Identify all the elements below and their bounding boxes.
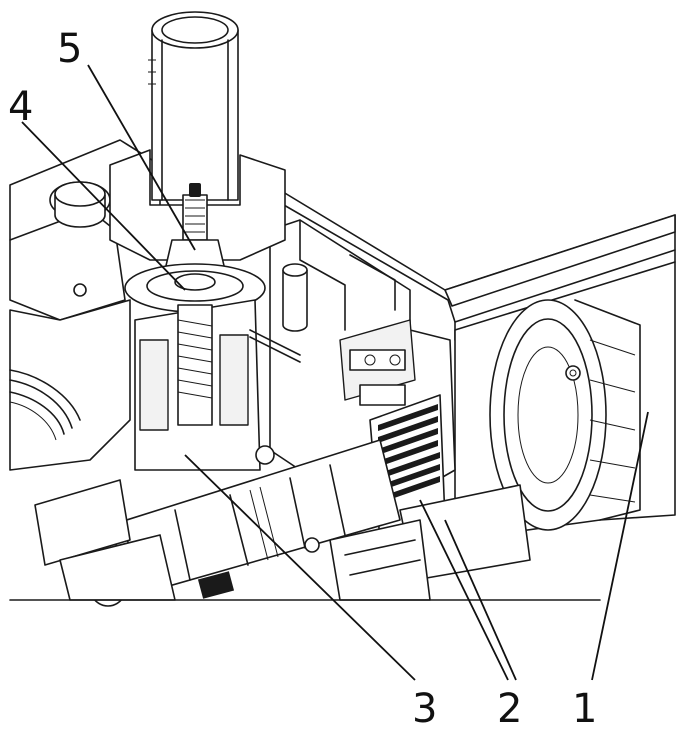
callout-4: 4 — [8, 84, 33, 130]
leader-2b — [444, 519, 517, 681]
main-shaft — [34, 439, 431, 607]
leader-2a — [419, 499, 509, 681]
leader-lines — [21, 64, 649, 681]
callout-1: 1 — [572, 686, 597, 732]
leader-5 — [87, 64, 196, 251]
callout-2: 2 — [497, 686, 522, 732]
leader-4 — [21, 121, 186, 291]
callout-5: 5 — [57, 26, 82, 72]
leader-3 — [184, 454, 416, 681]
fan-rotor — [489, 299, 641, 531]
callout-3: 3 — [412, 686, 437, 732]
stem-assembly — [109, 11, 301, 471]
leader-1 — [591, 411, 649, 681]
